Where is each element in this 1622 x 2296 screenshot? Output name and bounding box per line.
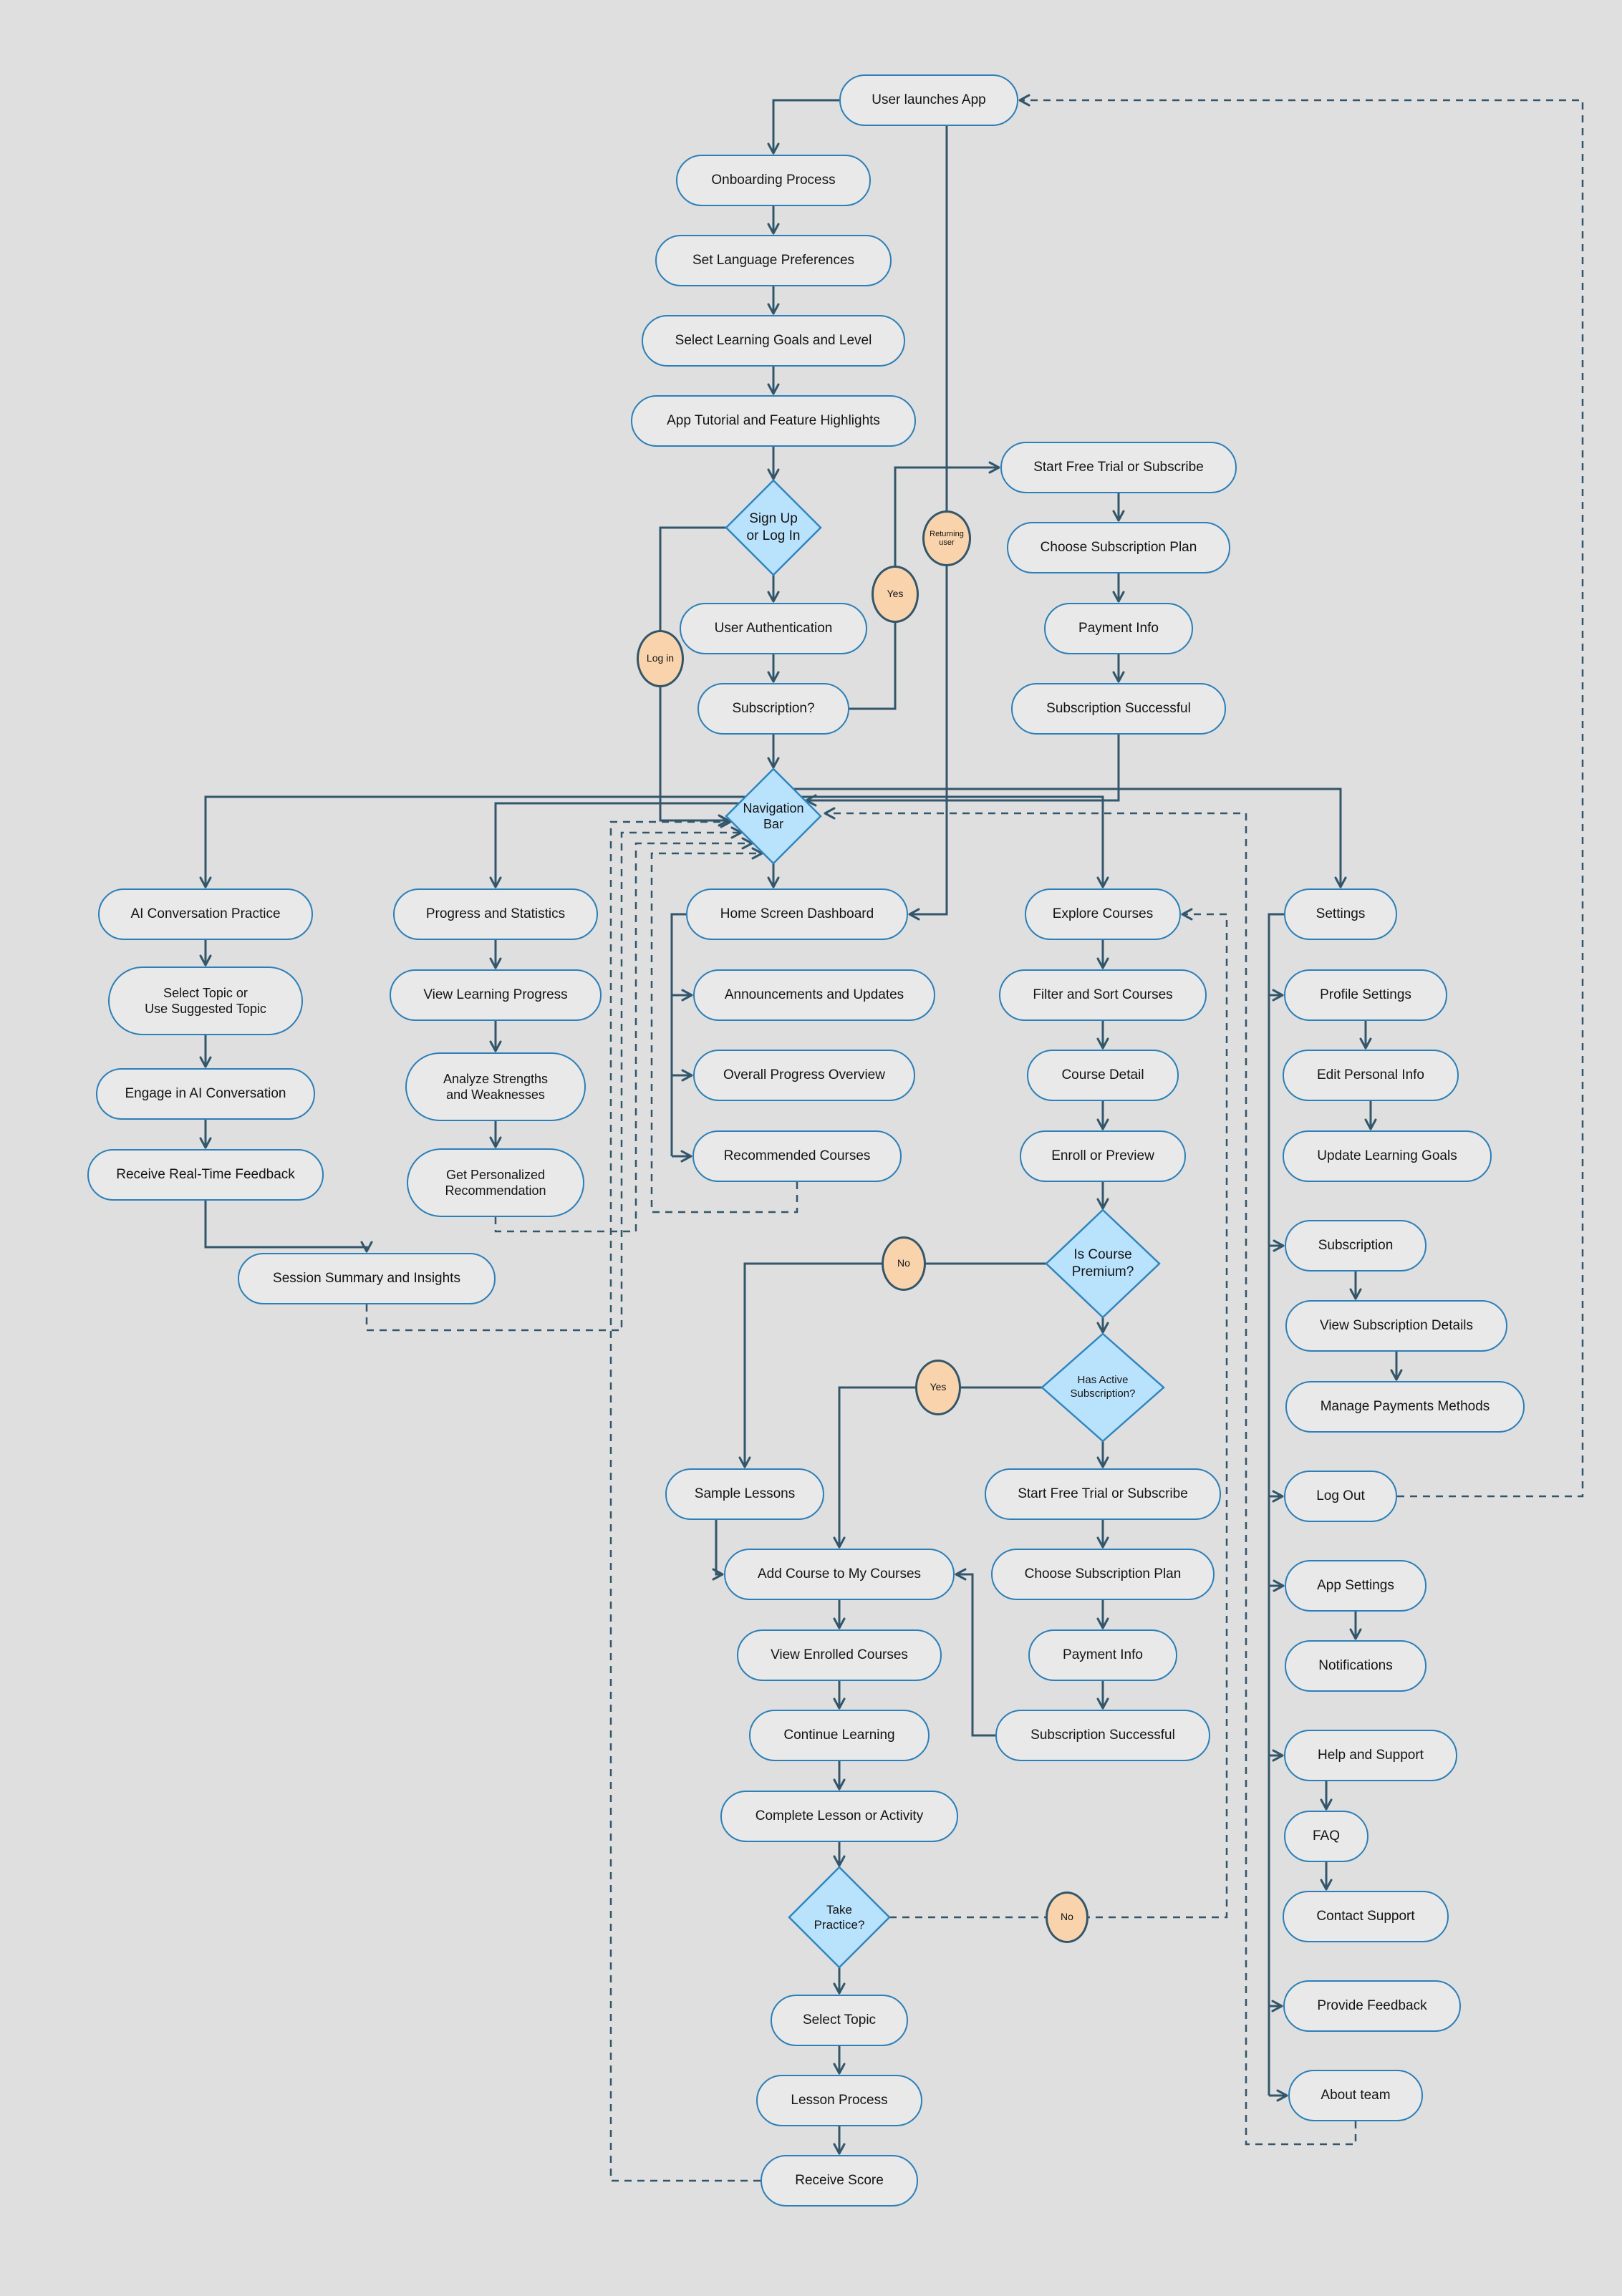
sign-up-or-log-in-shape xyxy=(725,479,822,576)
profile-settings: Profile Settings xyxy=(1284,969,1447,1021)
subscription-successful-2: Subscription Successful xyxy=(995,1710,1210,1761)
log-out: Log Out xyxy=(1284,1471,1397,1522)
edge-receive-real-time-feedback--session-summary-insights xyxy=(204,1201,373,1253)
view-subscription-details: View Subscription Details xyxy=(1285,1300,1507,1352)
provide-feedback: Provide Feedback xyxy=(1283,1980,1461,2032)
user-authentication: User Authentication xyxy=(680,603,867,654)
sample-lessons: Sample Lessons xyxy=(665,1468,824,1520)
announcements-and-updates: Announcements and Updates xyxy=(693,969,935,1021)
manage-payments-methods: Manage Payments Methods xyxy=(1285,1381,1525,1433)
recommended-courses: Recommended Courses xyxy=(692,1130,902,1182)
edge-get-personalized-recommendation--navigation-bar xyxy=(494,837,753,1233)
progress-and-statistics: Progress and Statistics xyxy=(393,888,598,940)
receive-score: Receive Score xyxy=(761,2155,918,2207)
continue-learning: Continue Learning xyxy=(749,1710,930,1761)
subscription: Subscription xyxy=(1285,1220,1427,1271)
navigation-bar-shape xyxy=(725,767,822,865)
label-yes-subscription: Yes xyxy=(872,566,919,623)
course-detail: Course Detail xyxy=(1027,1050,1179,1101)
has-active-subscription-shape xyxy=(1041,1332,1165,1443)
start-free-trial-1: Start Free Trial or Subscribe xyxy=(1000,442,1237,493)
view-enrolled-courses: View Enrolled Courses xyxy=(737,1629,942,1681)
edge-navigation-bar--ai-conversation-practice xyxy=(199,795,745,888)
choose-subscription-plan-1: Choose Subscription Plan xyxy=(1007,522,1230,573)
update-learning-goals: Update Learning Goals xyxy=(1283,1130,1492,1182)
edge-subscription-successful-1--navigation-bar xyxy=(805,735,1120,807)
help-and-support: Help and Support xyxy=(1284,1730,1457,1781)
edge-settings--settings-branch-spine xyxy=(1268,913,1284,2096)
navigation-bar: Navigation Bar xyxy=(743,800,804,832)
edge-navigation-bar--settings xyxy=(793,788,1347,888)
edge-has-active-subscription--add-course-to-my-courses xyxy=(833,1386,1042,1549)
edge-user-launches-app--onboarding-process xyxy=(767,99,839,155)
edge-receive-score--navigation-bar xyxy=(609,815,761,2182)
edge-navigation-bar--explore-courses xyxy=(801,795,1109,888)
take-practice: Take Practice? xyxy=(814,1902,865,1932)
settings: Settings xyxy=(1284,888,1397,940)
enroll-or-preview: Enroll or Preview xyxy=(1020,1130,1186,1182)
filter-and-sort-courses: Filter and Sort Courses xyxy=(999,969,1207,1021)
about-team: About team xyxy=(1288,2070,1423,2121)
edge-recommended-courses--navigation-bar xyxy=(650,847,798,1214)
select-learning-goals: Select Learning Goals and Level xyxy=(642,315,905,367)
view-learning-progress: View Learning Progress xyxy=(390,969,602,1021)
edge-log-out--user-launches-app xyxy=(1018,94,1584,1498)
has-active-subscription: Has Active Subscription? xyxy=(1070,1374,1136,1400)
payment-info-2: Payment Info xyxy=(1028,1629,1177,1681)
onboarding-process: Onboarding Process xyxy=(676,155,871,206)
analyze-strengths-weaknesses: Analyze Strengths and Weaknesses xyxy=(405,1052,586,1121)
label-no-practice: No xyxy=(1046,1891,1088,1943)
edge-session-summary-insights--navigation-bar xyxy=(365,826,743,1332)
overall-progress-overview: Overall Progress Overview xyxy=(693,1050,915,1101)
faq: FAQ xyxy=(1284,1811,1368,1862)
start-free-trial-2: Start Free Trial or Subscribe xyxy=(985,1468,1221,1520)
take-practice-shape xyxy=(788,1866,891,1969)
contact-support: Contact Support xyxy=(1283,1891,1449,1942)
home-screen-dashboard: Home Screen Dashboard xyxy=(686,888,908,940)
engage-in-ai-conversation: Engage in AI Conversation xyxy=(96,1068,315,1120)
sign-up-or-log-in: Sign Up or Log In xyxy=(746,511,801,543)
edge-is-course-premium--sample-lessons xyxy=(738,1262,1046,1468)
notifications: Notifications xyxy=(1285,1640,1427,1692)
complete-lesson-or-activity: Complete Lesson or Activity xyxy=(720,1791,958,1842)
edit-personal-info: Edit Personal Info xyxy=(1283,1050,1459,1101)
subscription-question: Subscription? xyxy=(697,683,849,735)
edge-subscription-successful-2--add-course-to-my-courses xyxy=(955,1568,995,1737)
explore-courses: Explore Courses xyxy=(1025,888,1181,940)
select-topic-or-suggested: Select Topic or Use Suggested Topic xyxy=(108,967,303,1035)
session-summary-insights: Session Summary and Insights xyxy=(238,1253,496,1304)
payment-info-1: Payment Info xyxy=(1044,603,1193,654)
select-topic-2: Select Topic xyxy=(771,1995,908,2046)
edge-sample-lessons--add-course-to-my-courses xyxy=(712,1520,724,1581)
app-tutorial: App Tutorial and Feature Highlights xyxy=(631,395,916,447)
set-language-preferences: Set Language Preferences xyxy=(655,235,892,286)
label-no-premium: No xyxy=(882,1236,926,1291)
edge-navigation-bar--progress-and-statistics xyxy=(489,802,739,888)
label-log-in: Log in xyxy=(637,630,684,687)
add-course-to-my-courses: Add Course to My Courses xyxy=(724,1549,955,1600)
app-settings: App Settings xyxy=(1285,1560,1427,1612)
subscription-successful-1: Subscription Successful xyxy=(1011,683,1226,735)
is-course-premium: Is Course Premium? xyxy=(1071,1247,1134,1279)
ai-conversation-practice: AI Conversation Practice xyxy=(98,888,313,940)
choose-subscription-plan-2: Choose Subscription Plan xyxy=(991,1549,1215,1600)
lesson-process: Lesson Process xyxy=(756,2075,922,2126)
user-launches-app: User launches App xyxy=(839,74,1018,126)
label-yes-active-sub: Yes xyxy=(915,1360,961,1415)
is-course-premium-shape xyxy=(1045,1208,1161,1319)
edge-about-team--navigation-bar xyxy=(824,807,1357,2146)
receive-real-time-feedback: Receive Real-Time Feedback xyxy=(87,1149,324,1201)
get-personalized-recommendation: Get Personalized Recommendation xyxy=(407,1148,584,1217)
label-returning-user: Returning user xyxy=(922,510,971,566)
edge-user-launches-app--home-screen-dashboard xyxy=(908,126,948,921)
